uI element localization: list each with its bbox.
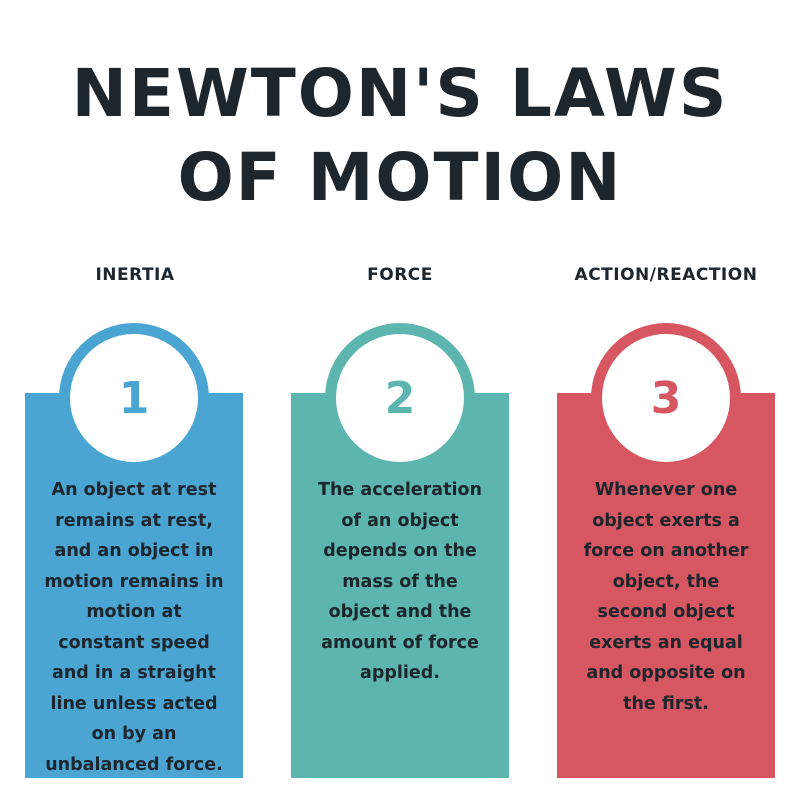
law-3-line: object exerts a: [592, 510, 740, 531]
law-1-card: 1 An object at rest remains at rest, and…: [25, 323, 243, 780]
law-1-line: remains at rest,: [55, 510, 213, 531]
law-2-line: applied.: [360, 663, 440, 683]
law-1-line: and an object in: [54, 541, 214, 561]
law-3-label: ACTION/REACTION: [574, 265, 758, 285]
law-3-line: and opposite on: [586, 663, 746, 683]
law-2-label: FORCE: [367, 265, 433, 285]
law-1-line: on by an: [91, 724, 177, 744]
law-1-line: motion remains in: [44, 571, 224, 592]
law-1-line: An object at rest: [51, 480, 217, 500]
title-line-2: OF MOTION: [177, 139, 623, 216]
law-1-line: constant speed: [58, 632, 210, 653]
law-2-line: amount of force: [321, 632, 479, 653]
law-2-line: The acceleration: [318, 480, 482, 500]
law-1-line: motion at: [86, 602, 182, 622]
law-1-label: INERTIA: [95, 265, 175, 285]
law-2-card: 2 The acceleration of an object depends …: [291, 323, 509, 778]
law-2-line: depends on the: [323, 541, 477, 561]
law-2-description: The acceleration of an object depends on…: [297, 475, 503, 689]
law-2-line: of an object: [341, 510, 459, 531]
law-3-card: 3 Whenever one object exerts a force on …: [557, 323, 775, 778]
law-3-line: force on another: [583, 541, 749, 561]
law-1-line: and in a straight: [52, 663, 216, 683]
law-3-line: Whenever one: [594, 480, 738, 500]
title-line-1: NEWTON'S LAWS: [71, 55, 729, 132]
law-3-line: second object: [597, 602, 735, 622]
law-1-line: line unless acted: [50, 693, 218, 714]
law-3-line: exerts an equal: [589, 632, 743, 653]
page-title: NEWTON'S LAWS OF MOTION: [0, 52, 800, 220]
law-3-line: object, the: [612, 571, 720, 592]
law-3-number-badge: 3: [602, 334, 730, 462]
law-2-number-badge: 2: [336, 334, 464, 462]
law-2-line: object and the: [328, 602, 472, 622]
law-3-line: the first.: [623, 693, 709, 714]
law-3-description: Whenever one object exerts a force on an…: [563, 475, 769, 719]
law-1-number-badge: 1: [70, 334, 198, 462]
law-1-description: An object at rest remains at rest, and a…: [31, 475, 237, 780]
law-2-line: mass of the: [342, 571, 458, 592]
law-1-line: unbalanced force.: [45, 754, 223, 775]
